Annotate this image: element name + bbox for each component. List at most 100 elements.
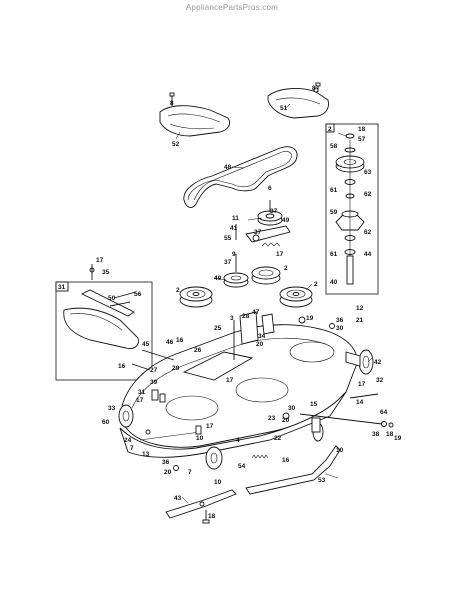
callout: 31 <box>138 389 146 396</box>
callout: 17 <box>136 397 144 404</box>
callout: 41 <box>230 225 238 232</box>
cover-screw <box>169 92 175 106</box>
callout: 38 <box>372 431 380 438</box>
callout: 42 <box>374 359 382 366</box>
callout: 3 <box>230 315 234 322</box>
callout: 44 <box>364 251 372 258</box>
watermark: AppliancePartsPros.com <box>186 3 278 12</box>
cover-screw <box>315 82 321 92</box>
callout: 7 <box>130 445 134 452</box>
callout: 8 <box>170 100 174 107</box>
left-spindle-pulley <box>179 286 213 308</box>
callout: 60 <box>102 419 110 426</box>
left-belt-cover <box>159 105 231 137</box>
callout: 26 <box>194 347 202 354</box>
callout: 21 <box>356 317 364 324</box>
baffle-inset-box <box>55 281 153 381</box>
hardware <box>89 264 335 471</box>
callout: 30 <box>336 325 344 332</box>
callout: 18 <box>358 126 366 133</box>
callout: 40 <box>330 279 338 286</box>
right-gauge-wheel <box>345 349 374 375</box>
deck-lift-rod <box>299 393 394 428</box>
callout: 30 <box>288 405 296 412</box>
callout-labels: 31 2 8 52 8 51 48 6 37 11 49 41 55 37 17… <box>58 85 402 520</box>
callout: 15 <box>310 401 318 408</box>
leader-lines <box>175 103 373 504</box>
callout: 17 <box>206 423 214 430</box>
callout: 62 <box>364 191 372 198</box>
callout: 2 <box>176 287 180 294</box>
callout: 20 <box>256 341 264 348</box>
callout: 10 <box>214 479 222 486</box>
callout: 62 <box>364 229 372 236</box>
idler-spring <box>261 242 281 247</box>
idler-pulley <box>257 200 283 226</box>
callout: 19 <box>306 315 314 322</box>
callout: 25 <box>214 325 222 332</box>
callout: 6 <box>268 185 272 192</box>
callout: 32 <box>376 377 384 384</box>
callout: 49 <box>282 217 290 224</box>
callout: 59 <box>330 209 338 216</box>
callout: 45 <box>142 341 150 348</box>
deck-belt <box>183 146 298 208</box>
callout: 24 <box>124 437 132 444</box>
callout: 17 <box>226 377 234 384</box>
callout: 37 <box>270 208 278 215</box>
callout: 55 <box>224 235 232 242</box>
callout: 36 <box>336 317 344 324</box>
callout: 27 <box>150 367 158 374</box>
callout: 12 <box>356 305 364 312</box>
callout: 63 <box>364 169 372 176</box>
inset-label-31: 31 <box>58 284 66 291</box>
callout: 13 <box>142 451 150 458</box>
callout: 18 <box>386 431 394 438</box>
callout: 47 <box>252 309 260 316</box>
callout: 18 <box>208 513 216 520</box>
callout: 14 <box>356 399 364 406</box>
right-spindle-pulley <box>279 286 313 308</box>
callout: 58 <box>330 143 338 150</box>
callout: 8 <box>312 85 316 92</box>
callout: 52 <box>172 141 180 148</box>
callout: 20 <box>164 469 172 476</box>
front-gauge-wheel <box>205 446 223 470</box>
callout: 28 <box>242 313 250 320</box>
callout: 33 <box>108 405 116 412</box>
mower-blade <box>165 489 237 524</box>
callout: 19 <box>394 435 402 442</box>
front-spring <box>251 454 269 459</box>
callout: 64 <box>380 409 388 416</box>
callout: 61 <box>330 251 338 258</box>
callout: 10 <box>336 447 344 454</box>
center-right-spindle-pulley <box>251 266 281 285</box>
callout: 16 <box>282 457 290 464</box>
callout: 35 <box>102 269 110 276</box>
callout: 2 <box>314 281 318 288</box>
callout: 37 <box>224 259 232 266</box>
callout: 10 <box>196 435 204 442</box>
callout: 23 <box>268 415 276 422</box>
callout: 57 <box>358 136 366 143</box>
center-spindle-pulley <box>223 254 249 288</box>
callout: 17 <box>358 381 366 388</box>
callout: 56 <box>134 291 142 298</box>
callout: 17 <box>96 257 104 264</box>
callout: 16 <box>176 337 184 344</box>
callout: 11 <box>232 215 239 222</box>
callout: 7 <box>188 469 192 476</box>
callout: 39 <box>150 379 158 386</box>
callout: 51 <box>280 105 288 112</box>
inset-label-2: 2 <box>328 126 332 133</box>
right-belt-cover <box>267 87 329 119</box>
callout: 54 <box>238 463 246 470</box>
callout: 46 <box>166 339 174 346</box>
callout: 2 <box>284 265 288 272</box>
callout: 4 <box>236 437 240 444</box>
callout: 37 <box>254 229 262 236</box>
callout: 34 <box>258 333 266 340</box>
callout: 61 <box>330 187 338 194</box>
callout: 9 <box>232 251 236 258</box>
